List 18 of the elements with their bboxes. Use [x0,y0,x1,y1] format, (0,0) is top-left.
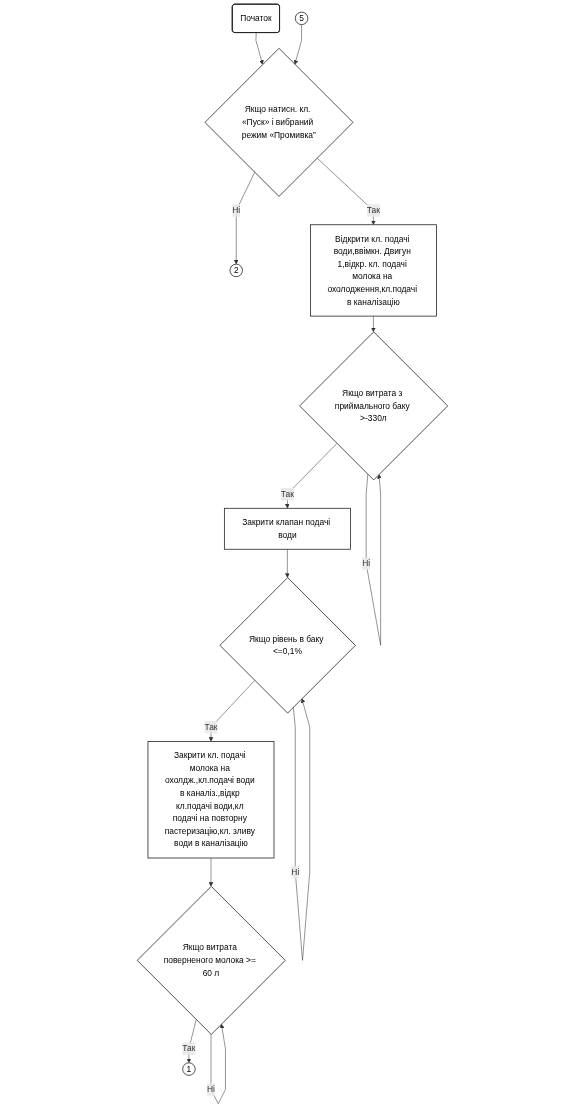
edge-label: Так [203,722,218,732]
node-circle: 1 [181,1062,196,1076]
node-diamond: Якщо витрата з приймального баку >-330л [298,331,448,481]
node-circle: 5 [294,11,308,26]
node-diamond: Якщо рівень в баку <=0,1% [219,577,356,714]
node-box: Закрити кл. подачі молока на охолдж.,кл.подачі води в каналіз.,відкр кл.подачі води,кл подачі на повторну пастеризацію,кл. зливу води в каналізацію [147,741,274,859]
node-diamond: Якщо натисн. кл. «Пуск» і вибраний режим «Промивка” [204,47,353,197]
node-box: Відкрити кл. подачі води,ввімкн. Двигун 1,відкр. кл. подачі молока на охолодження,кл.подачі в каналізацію [309,224,437,317]
edge-label: Так [280,489,294,499]
node-circle: 2 [229,263,243,278]
edge-label: Ні [231,205,240,215]
node-box: Закрити клапан подачі води [223,507,351,550]
node-diamond: Якщо витрата поверненого молока >= 60 л [136,885,286,1035]
edge-label: Так [181,1043,196,1053]
edge-label: Так [366,205,380,215]
edge-label: Ні [290,867,299,877]
edge-label: Ні [361,558,370,568]
edge-label: Ні [206,1084,215,1094]
